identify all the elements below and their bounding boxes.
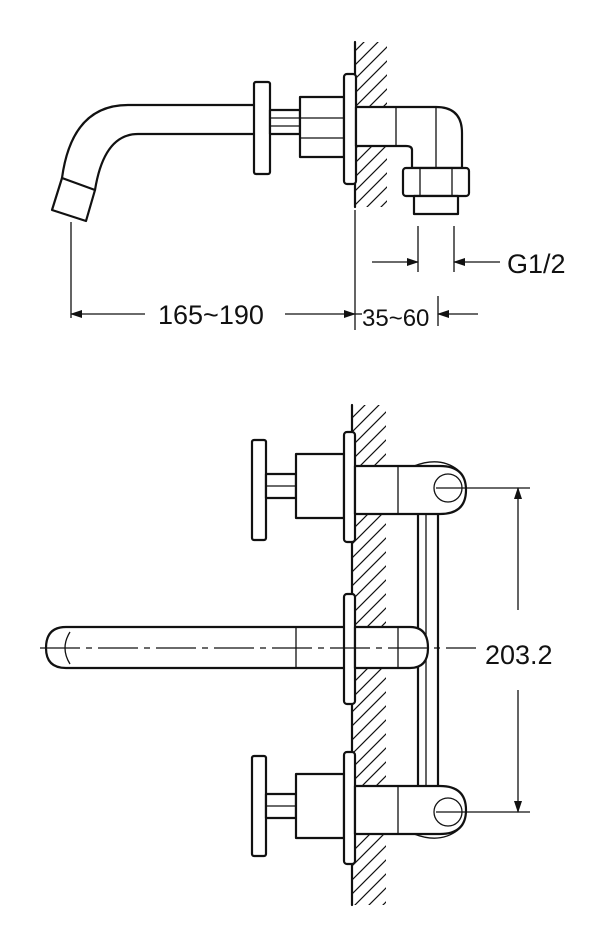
lower-cross-handle: [250, 750, 468, 866]
thread-size-label: G1/2: [507, 249, 566, 279]
top-view: G1/2 165~190 35~60: [50, 40, 566, 332]
curved-spout: [50, 103, 258, 223]
front-view: 203.2: [40, 403, 553, 907]
handle-spacing-label: 203.2: [485, 640, 553, 670]
top-handle: [252, 80, 302, 176]
elbow-fitting: [354, 105, 471, 216]
spout-length-label: 165~190: [158, 300, 264, 330]
wall-depth-label: 35~60: [362, 305, 429, 332]
top-valve-body: [298, 72, 358, 186]
